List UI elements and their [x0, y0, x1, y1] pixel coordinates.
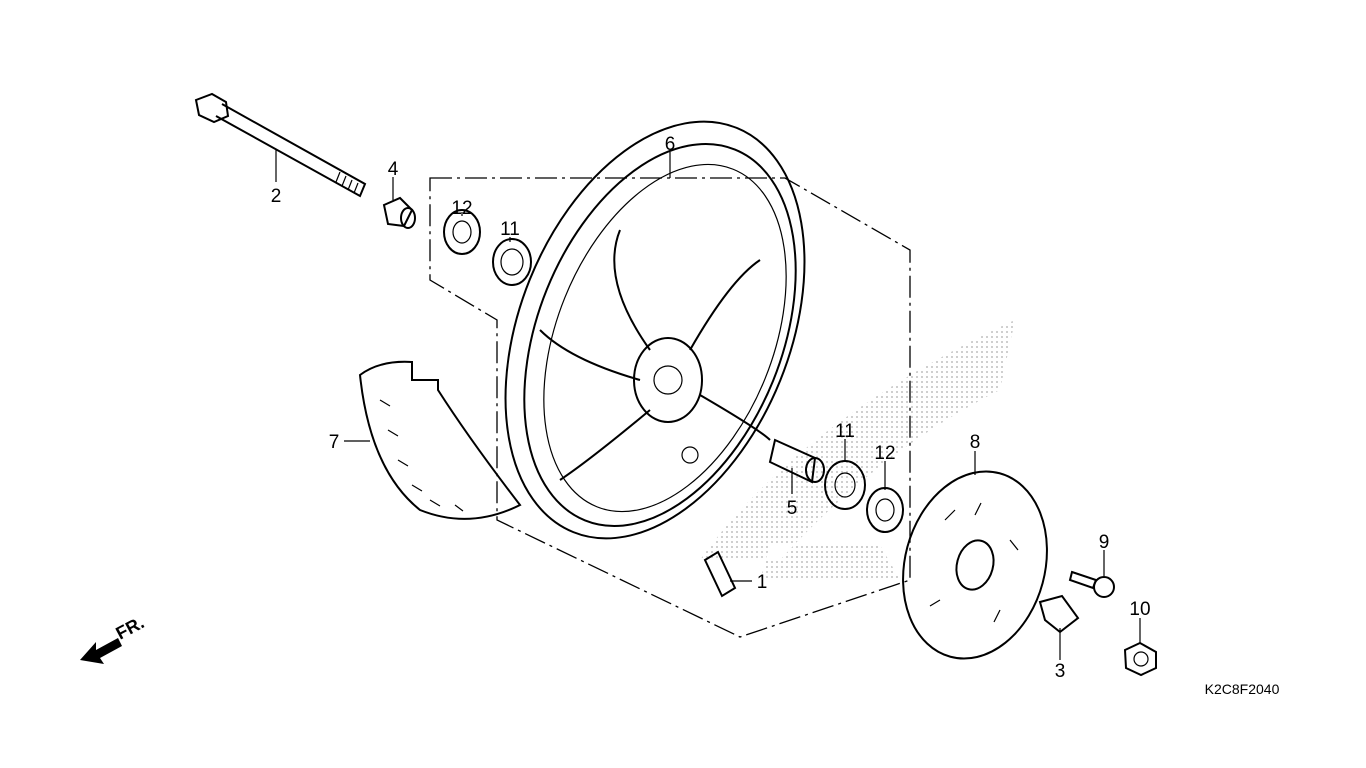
assembly-outline — [429, 177, 911, 638]
callout-10: 10 — [1129, 599, 1150, 620]
watermark-logo — [700, 320, 1015, 580]
callout-1: 1 — [757, 572, 768, 593]
diagram-code: K2C8F2040 — [1205, 681, 1280, 697]
dust-seal-lower — [866, 487, 904, 533]
callout-12: 12 — [874, 443, 895, 464]
callout-12: 12 — [451, 198, 472, 219]
leader-lines — [275, 150, 1141, 660]
callout-9: 9 — [1099, 532, 1110, 553]
dust-seal-upper — [443, 209, 481, 255]
front-direction-arrow-icon — [80, 638, 122, 664]
callout-2: 2 — [271, 186, 282, 207]
callout-6: 6 — [665, 134, 676, 155]
callout-5: 5 — [787, 498, 798, 519]
bearing-upper — [492, 238, 532, 286]
collar — [382, 196, 416, 229]
callout-7: 7 — [329, 432, 340, 453]
callout-8: 8 — [970, 432, 981, 453]
callout-11: 11 — [500, 219, 520, 240]
side-collar — [1038, 594, 1080, 634]
disc-bolt — [1068, 570, 1115, 598]
callout-4: 4 — [388, 159, 399, 180]
callout-11: 11 — [835, 421, 855, 442]
tire — [358, 360, 522, 520]
distance-collar — [768, 438, 825, 484]
callout-3: 3 — [1055, 661, 1066, 682]
axle-nut — [1123, 641, 1157, 677]
brake-disc — [902, 470, 1048, 660]
valve-stem — [703, 550, 737, 598]
axle-bolt — [194, 92, 367, 198]
wheel-rim — [504, 120, 806, 540]
